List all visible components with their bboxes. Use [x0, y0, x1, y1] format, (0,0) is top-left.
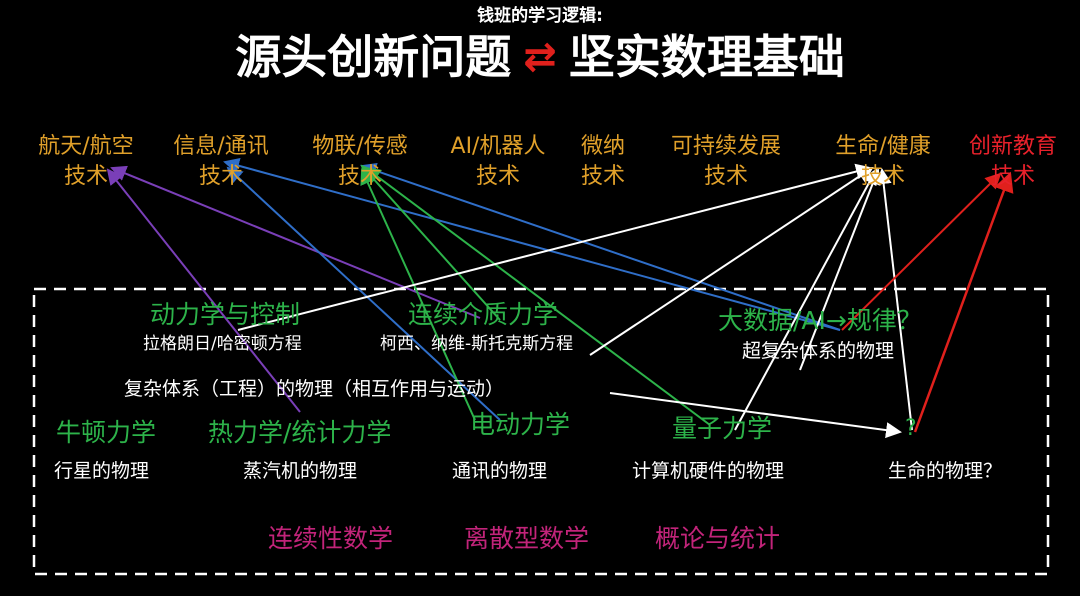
link-qmark-life: [875, 168, 913, 431]
continuum-mechanics-label: 连续介质力学: [408, 300, 559, 329]
steam-engine-physics-label: 蒸汽机的物理: [243, 460, 358, 482]
lagrange-label: 拉格朗日/哈密顿方程: [143, 334, 302, 354]
question-mark-node: ?: [905, 416, 917, 441]
tech-iot: 物联/传感 技术: [312, 132, 407, 192]
tech-info-name: 信息/通讯: [173, 134, 269, 159]
newton-mechanics-label: 牛顿力学: [56, 418, 157, 447]
tech-sustainable-name: 可持续发展: [670, 134, 782, 159]
slide-headline: 源头创新问题 ⇄ 坚实数理基础: [235, 34, 845, 80]
tech-sustainable: 可持续发展 技术: [671, 132, 781, 192]
link-engineering-qmark: [609, 392, 902, 439]
link-bigdata-edu: [841, 172, 1002, 331]
tech-info: 信息/通讯 技术: [173, 132, 268, 192]
tech-aerospace: 航天/航空 技术: [38, 132, 133, 192]
tech-innovation-edu-name: 创新教育: [968, 134, 1058, 159]
quantum-mechanics-label: 量子力学: [672, 414, 773, 443]
complex-engineering-label: 复杂体系（工程）的物理（相互作用与运动）: [124, 378, 505, 400]
dynamics-control-label: 动力学与控制: [150, 300, 301, 329]
tech-ai-suffix: 技术: [475, 164, 521, 189]
link-bigdata-info: [223, 157, 841, 331]
bidirectional-arrow-icon: ⇄: [523, 34, 557, 80]
link-qmark-edu: [913, 171, 1014, 433]
tech-sustainable-suffix: 技术: [703, 164, 749, 189]
link-continuum-aerospace: [110, 165, 481, 319]
link-electro-info: [226, 166, 501, 421]
tech-micro-nano-name: 微纳: [580, 134, 626, 159]
tech-aerospace-name: 航天/航空: [38, 134, 134, 159]
tech-micro-nano: 微纳 技术: [581, 132, 625, 192]
communication-physics-label: 通讯的物理: [452, 460, 548, 482]
tech-life-health-suffix: 技术: [860, 164, 906, 189]
bigdata-ai-label: 大数据/AI→规律？: [718, 306, 922, 335]
tech-info-suffix: 技术: [198, 164, 244, 189]
link-cauchy-life: [589, 166, 874, 356]
computer-hardware-physics-label: 计算机硬件的物理: [632, 460, 785, 482]
tech-innovation-edu-suffix: 技术: [990, 164, 1036, 189]
headline-right: 坚实数理基础: [568, 30, 845, 84]
complex-system-physics-label: 超复杂体系的物理: [742, 340, 895, 362]
tech-innovation-edu: 创新教育 技术: [969, 132, 1057, 192]
discrete-math-label: 离散型数学: [464, 524, 590, 553]
tech-ai-name: AI/机器人: [450, 134, 546, 159]
slide-subtitle: 钱班的学习逻辑:: [477, 6, 603, 26]
probability-statistics-label: 概论与统计: [655, 524, 781, 553]
link-continuum-iot: [360, 164, 501, 321]
foundation-box: [32, 287, 1050, 576]
tech-life-health-name: 生命/健康: [835, 134, 931, 159]
headline-left: 源头创新问题: [235, 30, 512, 84]
link-bigdata-iot: [360, 162, 841, 331]
link-thermo-aerospace: [106, 168, 301, 413]
link-hardware-life: [734, 168, 877, 431]
continuous-math-label: 连续性数学: [268, 524, 394, 553]
tech-aerospace-suffix: 技术: [63, 164, 109, 189]
tech-iot-suffix: 技术: [337, 164, 383, 189]
link-dynamics-life: [237, 163, 872, 331]
link-complex-life: [799, 168, 881, 371]
life-physics-label: 生命的物理？: [888, 460, 1003, 482]
tech-ai: AI/机器人 技术: [451, 132, 546, 192]
link-electro-iot: [360, 168, 476, 421]
planet-physics-label: 行星的物理: [54, 460, 150, 482]
tech-iot-name: 物联/传感: [312, 134, 408, 159]
link-quantum-iot: [364, 166, 711, 426]
cauchy-navier-label: 柯西、纳维-斯托克斯方程: [380, 334, 574, 354]
thermo-statistical-label: 热力学/统计力学: [208, 418, 392, 447]
electrodynamics-label: 电动力学: [470, 410, 571, 439]
tech-micro-nano-suffix: 技术: [580, 164, 626, 189]
tech-life-health: 生命/健康 技术: [835, 132, 930, 192]
